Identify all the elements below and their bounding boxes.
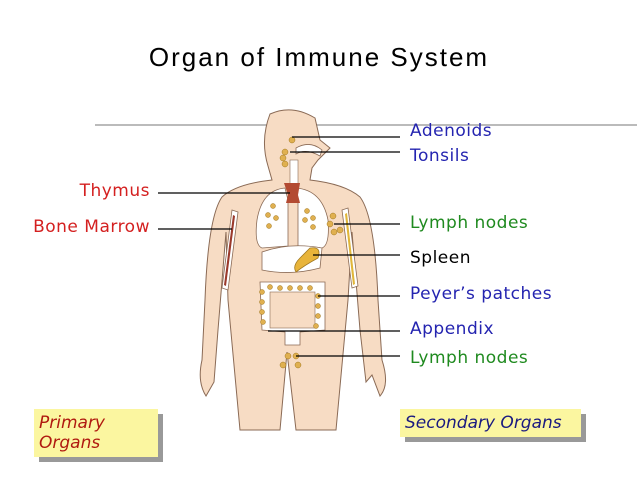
thymus [284,183,300,203]
lymph-nodes [259,136,344,369]
label-spleen: Spleen [410,248,471,268]
label-adenoids: Adenoids [410,121,493,141]
legend-primary-organs: Primary Organs [34,409,158,457]
leader-lines [158,136,400,357]
spleen [294,247,320,273]
label-bone-marrow: Bone Marrow [33,217,150,237]
label-peyers-patches: Peyer’s patches [410,284,553,304]
legend-secondary-organs: Secondary Organs [400,409,581,437]
label-lymph-nodes-upper: Lymph nodes [410,213,529,233]
label-lymph-nodes-lower: Lymph nodes [410,348,529,368]
diagram-title: Organ of Immune System [148,42,490,72]
label-tonsils: Tonsils [410,146,470,166]
label-appendix: Appendix [410,319,495,339]
label-thymus: Thymus [79,181,150,201]
